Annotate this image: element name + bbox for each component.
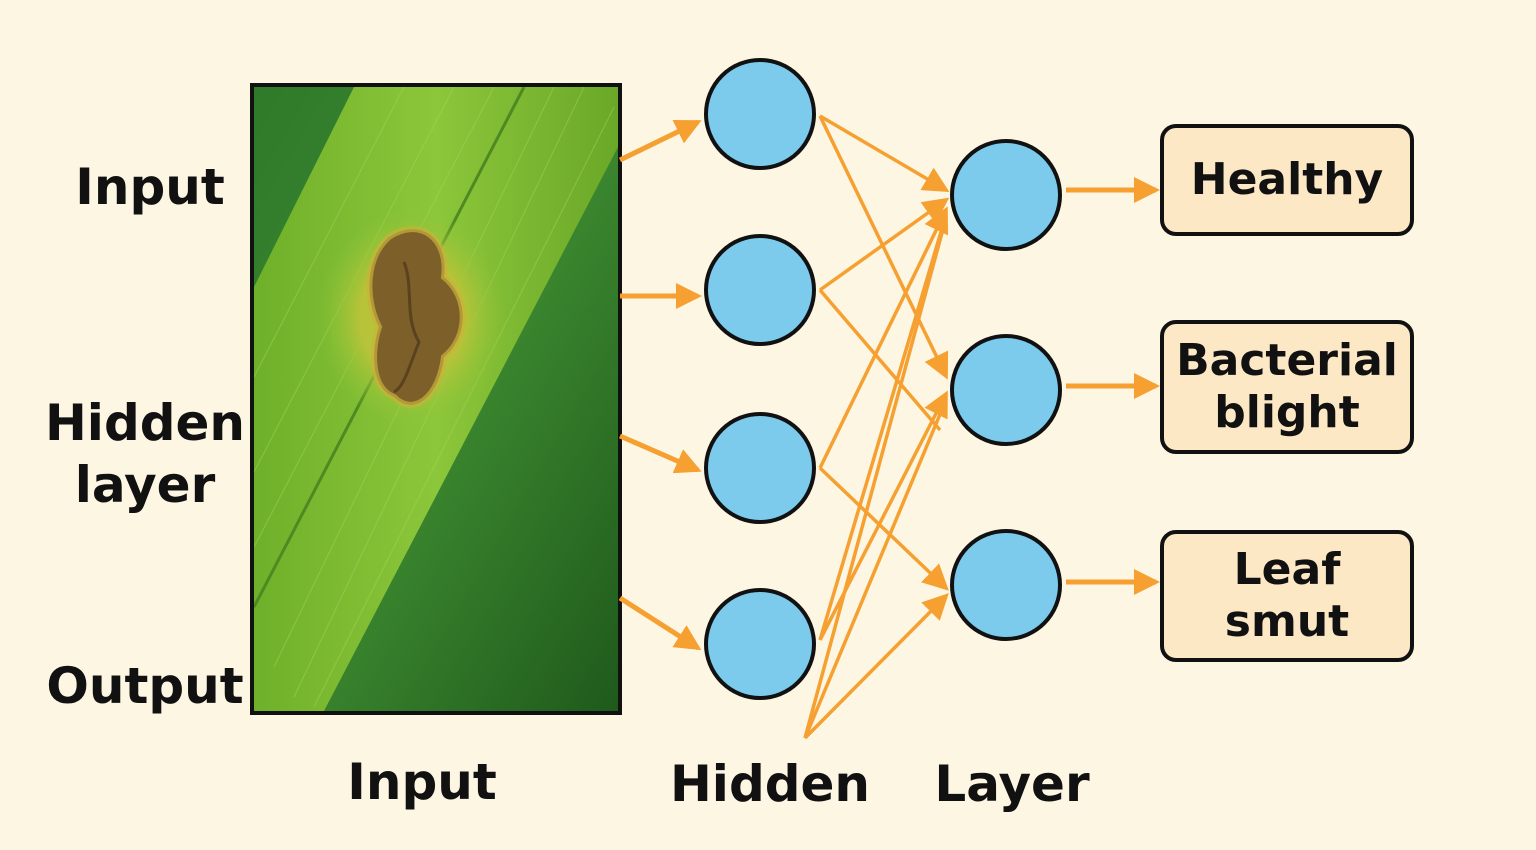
leaf-image [250,83,622,715]
arrow-fan-1 [803,217,948,739]
arrow-h2-l2 [818,288,942,432]
label-hidden-line2: layer [74,456,216,514]
arrow-image-to-hidden-4 [618,595,702,651]
bottom-label-input: Input [347,753,497,811]
output-bacterial-blight: Bacterial blight [1160,320,1414,454]
layer-node-3 [950,529,1062,641]
output-leaf-smut: Leaf smut [1160,530,1414,662]
label-output: Output [46,657,244,715]
arrow-fan-3 [803,593,949,740]
hidden-node-4 [704,588,816,700]
bottom-label-hidden: Hidden [669,755,871,813]
arrow-fan-2 [803,399,948,739]
hidden-node-1 [704,58,816,170]
output-healthy: Healthy [1160,124,1414,236]
arrow-h1-l1 [819,114,950,193]
leaf-illustration [254,87,618,711]
arrow-h4-l1 [818,214,948,641]
arrow-h3-l1 [818,206,949,469]
hidden-node-2 [704,234,816,346]
label-hidden-line1: Hidden [44,394,246,452]
hidden-node-3 [704,412,816,524]
layer-node-1 [950,139,1062,251]
arrow-image-to-hidden-3 [619,433,702,474]
layer-node-2 [950,334,1062,446]
arrow-h3-l3 [818,466,949,591]
arrow-image-to-hidden-1 [618,119,702,163]
bottom-label-layer: Layer [934,755,1090,813]
label-input: Input [75,158,225,216]
